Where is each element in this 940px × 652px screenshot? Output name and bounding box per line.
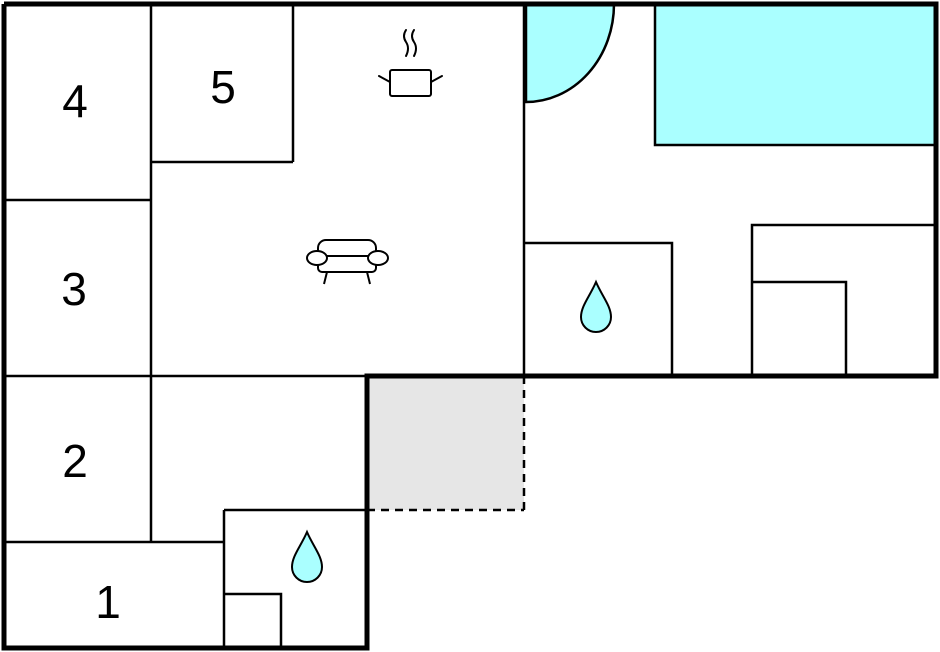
- sofa-icon: [306, 239, 389, 285]
- cooking-pot-icon: [378, 29, 443, 97]
- quarter-circle-feature: [524, 2, 616, 104]
- room-label-2: 2: [62, 435, 88, 487]
- pool: [653, 2, 938, 147]
- room-label-5: 5: [210, 61, 236, 113]
- room-label-1: 1: [95, 576, 121, 628]
- water-drop-icon: [579, 279, 613, 333]
- room-label-3: 3: [61, 263, 87, 315]
- room-label-4: 4: [62, 75, 88, 127]
- water-drop-icon: [290, 529, 324, 583]
- terrace-dashed-edges: [367, 376, 526, 512]
- interior-walls: [4, 4, 936, 648]
- terrace-area: [367, 376, 524, 510]
